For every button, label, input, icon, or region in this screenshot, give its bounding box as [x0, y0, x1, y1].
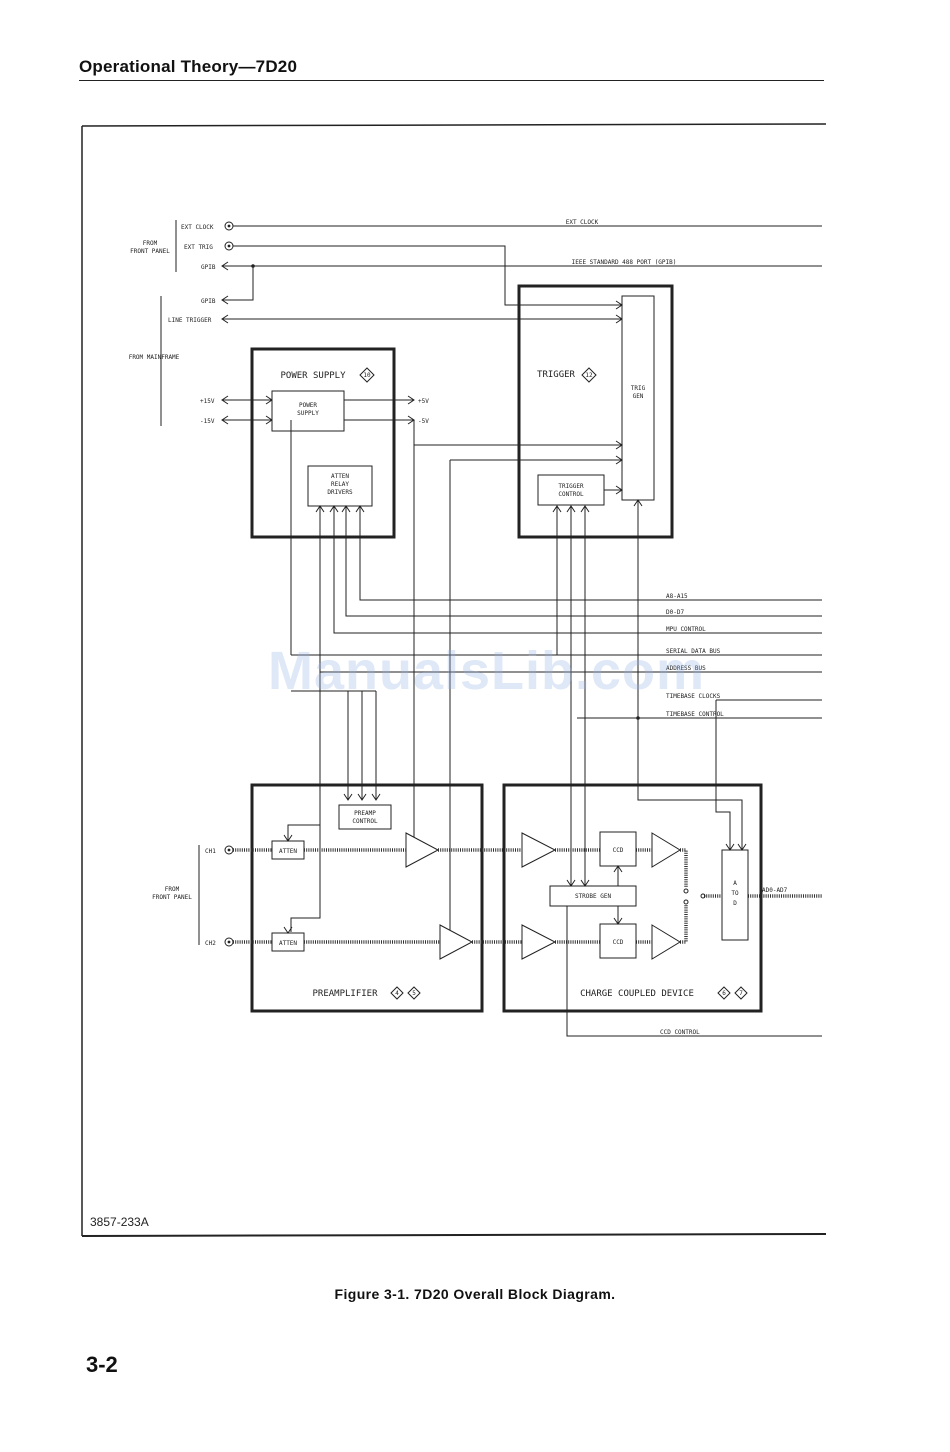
- ch2-label: CH2: [205, 940, 216, 947]
- ccd1-label: CCD: [613, 847, 624, 854]
- atten-relay-3: DRIVERS: [327, 489, 353, 496]
- ccd-control-label: CCD CONTROL: [660, 1029, 700, 1036]
- ext-clock-input-label: EXT CLOCK: [181, 224, 214, 231]
- trig-gen-2: GEN: [633, 393, 644, 400]
- mainframe-group: FROM MAINFRAME GPIB LINE TRIGGER +15V -1…: [129, 295, 623, 426]
- a-to-d-1: A: [733, 880, 737, 887]
- trigger-control-1: TRIGGER: [558, 483, 584, 490]
- strobe-gen-label: STROBE GEN: [575, 893, 612, 900]
- mpu-control-label: MPU CONTROL: [666, 626, 706, 633]
- trigger-block: TRIGGER 12 TRIG GEN TRIGGER CONTROL: [517, 284, 674, 539]
- atten1-label: ATTEN: [279, 848, 297, 855]
- ieee-bus-label: IEEE STANDARD 488 PORT (GPIB): [572, 259, 677, 266]
- serial-data-label: SERIAL DATA BUS: [666, 648, 721, 655]
- bus-lines: A8-A15 D0-D7 MPU CONTROL SERIAL DATA BUS…: [290, 499, 822, 932]
- ch1-label: CH1: [205, 848, 216, 855]
- line-trigger-label: LINE TRIGGER: [168, 317, 212, 324]
- ccd-badge-2: 7: [739, 990, 743, 997]
- gpib-mainframe-label: GPIB: [201, 298, 216, 305]
- page-header-title: Operational Theory—7D20: [79, 57, 298, 76]
- ccd-block-title: CHARGE COUPLED DEVICE: [580, 989, 694, 999]
- a8-a15-label: A8-A15: [666, 593, 688, 600]
- trigger-badge: 12: [585, 372, 593, 379]
- timebase-clocks-label: TIMEBASE CLOCKS: [666, 693, 721, 700]
- trigger-control-2: CONTROL: [558, 491, 584, 498]
- a-to-d-2: TO: [731, 890, 739, 897]
- plus15-label: +15V: [200, 398, 215, 405]
- gpib-front-label: GPIB: [201, 264, 216, 271]
- watermark: ManualsLib.com: [268, 641, 706, 701]
- ccd-badge-1: 6: [722, 990, 726, 997]
- ad-out-label: AD0-AD7: [762, 887, 788, 894]
- from-front-panel-label-2: FRONT PANEL: [130, 248, 170, 255]
- preamplifier-badge-icon-1: [390, 986, 404, 1000]
- channel-inputs: FROM FRONT PANEL CH1 CH2: [152, 845, 234, 947]
- ext-clock-bus-label: EXT CLOCK: [566, 219, 599, 226]
- power-supply-inner-2: SUPPLY: [297, 410, 319, 417]
- ext-trig-input-label: EXT TRIG: [184, 244, 213, 251]
- from-front-panel-label-1: FROM: [143, 240, 158, 247]
- ccd-block: CHARGE COUPLED DEVICE 6 7 CCD CCD STROBE…: [502, 672, 822, 1037]
- power-supply-badge-icon: [359, 367, 375, 383]
- address-bus-label: ADDRESS BUS: [666, 665, 706, 672]
- atten2-label: ATTEN: [279, 940, 297, 947]
- signal-paths: AD0-AD7: [233, 848, 822, 944]
- trigger-signal-lines: [290, 420, 623, 937]
- power-supply-inner-1: POWER: [299, 402, 317, 409]
- atten-relay-1: ATTEN: [331, 473, 349, 480]
- from-mainframe-label: FROM MAINFRAME: [129, 354, 180, 361]
- preamplifier-badge-2: 5: [412, 990, 416, 997]
- preamp-control-2: CONTROL: [352, 818, 378, 825]
- preamplifier-badge-icon-2: [407, 986, 421, 1000]
- preamplifier-block: PREAMPLIFIER 4 5 PREAMP CONTROL ATTEN AT…: [250, 783, 484, 1013]
- front-panel-group: FROM FRONT PANEL EXT CLOCK EXT CLOCK EXT…: [130, 219, 822, 306]
- minus5-label: -5V: [418, 418, 429, 425]
- preamp-control-1: PREAMP: [354, 810, 376, 817]
- page-header: Operational Theory—7D20: [79, 56, 824, 81]
- timebase-control-label: TIMEBASE CONTROL: [666, 711, 724, 718]
- ccd-badge-icon-2: [734, 986, 748, 1000]
- d0-d7-label: D0-D7: [666, 609, 684, 616]
- ccd-badge-icon-1: [717, 986, 731, 1000]
- a-to-d-3: D: [733, 900, 737, 907]
- ccd2-label: CCD: [613, 939, 624, 946]
- plus5-label: +5V: [418, 398, 429, 405]
- page-number: 3-2: [86, 1352, 118, 1377]
- from-front-panel-2-label-2: FRONT PANEL: [152, 894, 192, 901]
- atten-relay-2: RELAY: [331, 481, 349, 488]
- preamplifier-badge-1: 4: [395, 990, 399, 997]
- trigger-title: TRIGGER: [537, 370, 576, 380]
- power-supply-badge: 10: [363, 372, 371, 379]
- power-supply-title: POWER SUPPLY: [280, 371, 346, 381]
- drawing-number: 3857-233A: [90, 1215, 149, 1229]
- preamplifier-title: PREAMPLIFIER: [312, 989, 378, 999]
- from-front-panel-2-label-1: FROM: [165, 886, 180, 893]
- figure-frame: [81, 123, 827, 1237]
- trigger-badge-icon: [581, 367, 597, 383]
- figure-caption: Figure 3-1. 7D20 Overall Block Diagram.: [334, 1286, 616, 1302]
- trig-gen-1: TRIG: [631, 385, 646, 392]
- power-supply-block: POWER SUPPLY 10 POWER SUPPLY +5V -5V ATT…: [250, 347, 429, 539]
- minus15-label: -15V: [200, 418, 215, 425]
